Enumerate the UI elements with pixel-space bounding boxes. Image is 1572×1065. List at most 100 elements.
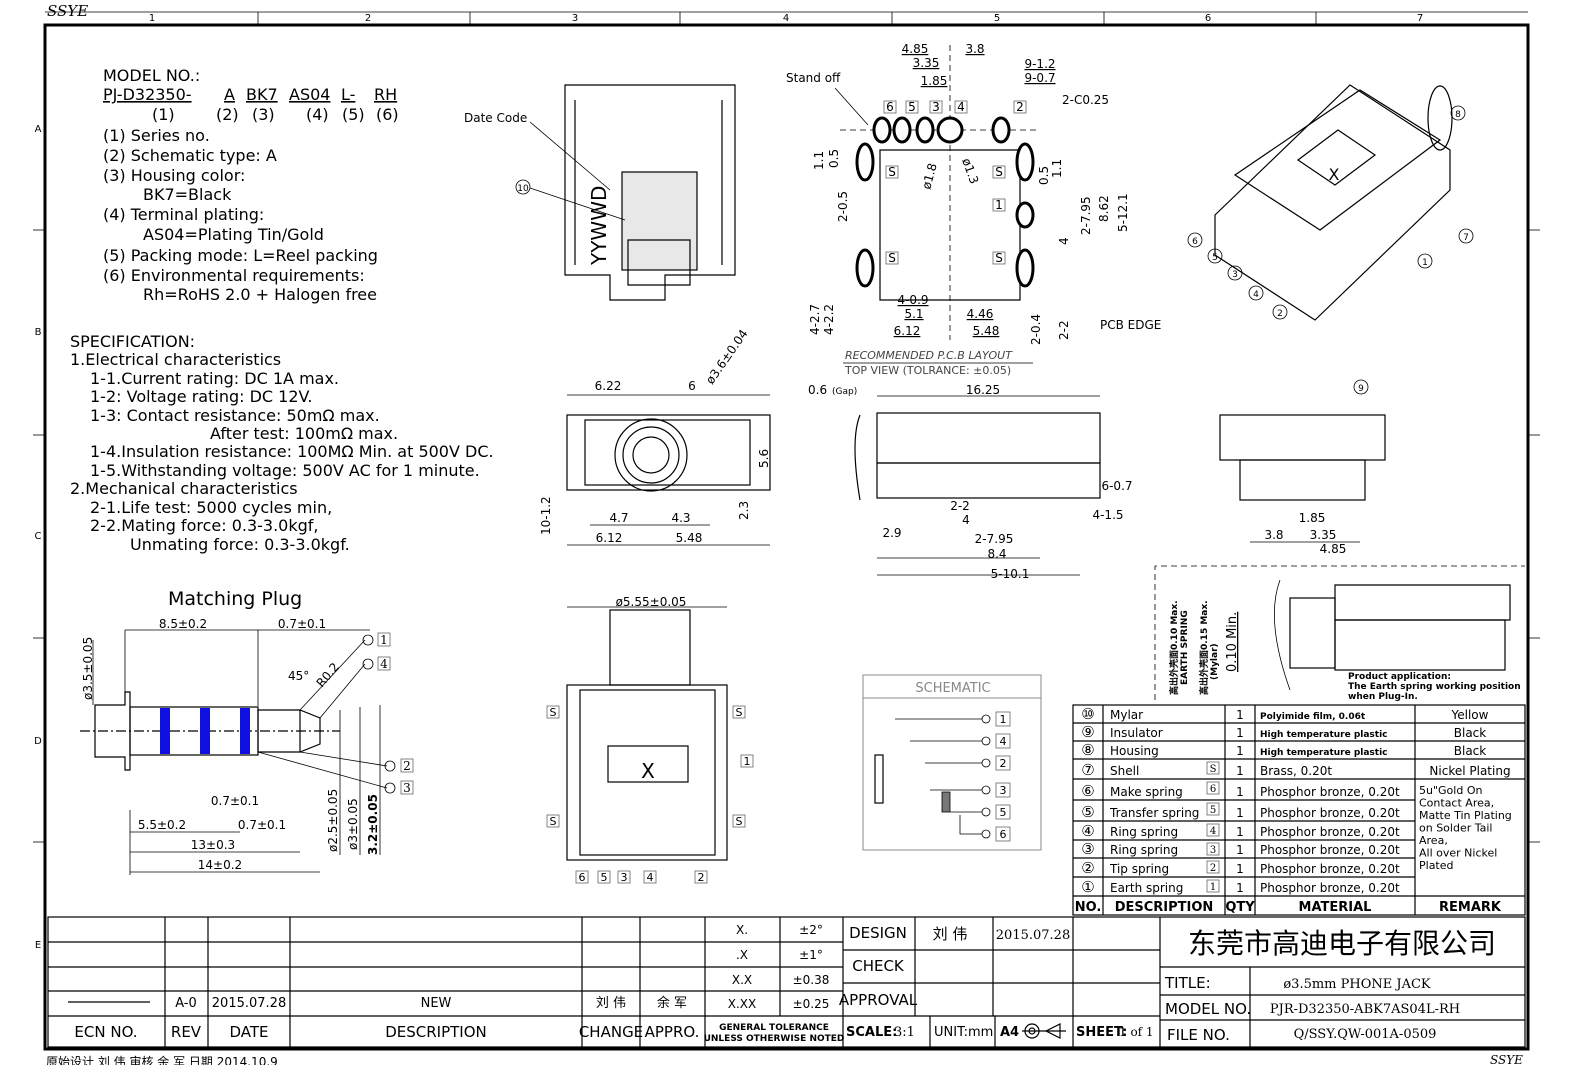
pin-label: 5: [601, 871, 608, 884]
part-callout: 10: [517, 184, 529, 194]
dimension-label: 4-2.7: [808, 304, 822, 335]
bom-material: Phosphor bronze, 0.20t: [1260, 806, 1400, 820]
pin-label: S: [995, 251, 1003, 265]
model-line: (6) Environmental requirements:: [103, 266, 365, 285]
model-line: (1) Series no.: [103, 126, 210, 145]
dimension-label: 4.3: [671, 511, 690, 525]
model-line: (5) Packing mode: L=Reel packing: [103, 246, 378, 265]
dimension-label: 2-2: [950, 499, 970, 513]
dimension-label: ø2.5±0.05: [326, 789, 340, 852]
pin-label: S: [736, 706, 743, 719]
note-title: Product application:: [1348, 672, 1451, 682]
bom-qty: 1: [1236, 744, 1244, 758]
model-line: AS04=Plating Tin/Gold: [143, 225, 324, 244]
bom-item-number: ⑩: [1081, 705, 1094, 723]
rev-approved-by: 余 军: [657, 995, 687, 1011]
dimension-label: 6.22: [595, 379, 622, 393]
tolerance-format: X.: [736, 923, 748, 937]
bom-material: Phosphor bronze, 0.20t: [1260, 785, 1400, 799]
bom-material: Phosphor bronze, 0.20t: [1260, 843, 1400, 857]
bom-description: Ring spring: [1110, 825, 1178, 839]
projection-symbol-icon: [1022, 1023, 1066, 1039]
bom-item-number: ⑥: [1081, 782, 1094, 800]
dimension-label: 4.85: [902, 42, 929, 56]
model-index: (3): [252, 105, 275, 124]
tolerance-value: ±0.38: [793, 973, 830, 987]
mylar-tolerance: 高出外壳面0.15 Max.: [1198, 600, 1210, 695]
bom-remark: Black: [1454, 726, 1487, 740]
pin-label: S: [550, 815, 557, 828]
bom-description: Ring spring: [1110, 843, 1178, 857]
bom-item-number: ⑤: [1081, 803, 1094, 821]
header-date: DATE: [229, 1023, 268, 1041]
bom-material: High temperature plastic: [1260, 730, 1388, 740]
plug-ring-band: [240, 708, 250, 754]
header-ecn: ECN NO.: [74, 1023, 137, 1041]
dimension-label: ø3.5±0.05: [81, 637, 95, 700]
bom-pin-label: 5: [1210, 805, 1216, 816]
bom-item-number: ⑨: [1081, 723, 1094, 741]
bom-qty: 1: [1236, 881, 1244, 895]
schematic-pin: 2: [1000, 757, 1007, 770]
pin-label: S: [550, 706, 557, 719]
tolerance-caption: GENERAL TOLERANCE: [719, 1023, 829, 1033]
bom-pin-label: 2: [1210, 863, 1216, 874]
stand-off-label: Stand off: [786, 71, 841, 85]
dimension-label: 6-0.7: [1101, 479, 1132, 493]
dimension-label: 8.4: [987, 547, 1006, 561]
model-line: BK7=Black: [143, 185, 232, 204]
spec-line: 1-2: Voltage rating: DC 12V.: [90, 387, 313, 406]
pin-label: 4: [957, 100, 965, 114]
column-number: 7: [1417, 13, 1423, 24]
dimension-label: 0.5: [1037, 166, 1051, 185]
unit-label: UNIT:mm: [934, 1025, 993, 1040]
bom-pin-label: 4: [1210, 826, 1216, 837]
bom-item-number: ⑦: [1081, 761, 1094, 779]
pin-label: 1: [995, 198, 1003, 212]
dimension-label: 2.9: [882, 526, 901, 540]
side-view: 0.6 (Gap) 16.25 6-0.7 4-1.5 2-2 4 2.9 2-…: [808, 383, 1133, 581]
bom-header: MATERIAL: [1299, 900, 1372, 915]
bom-pin-label: 6: [1210, 784, 1216, 795]
spec-line: After test: 100mΩ max.: [210, 424, 398, 443]
dimension-label: 14±0.2: [198, 858, 242, 872]
sheet-label: SHEET:: [1076, 1025, 1127, 1040]
scale-label: SCALE:: [846, 1025, 897, 1040]
bom-qty: 1: [1236, 843, 1244, 857]
model-index: (6): [376, 105, 399, 124]
dimension-label: 6.12: [596, 531, 623, 545]
model-heading: MODEL NO.:: [103, 66, 200, 85]
rev-value: A-0: [175, 996, 197, 1011]
brand-mark-bottom: SSYE: [1490, 1053, 1523, 1065]
dimension-label: 1.85: [921, 74, 948, 88]
column-number: 5: [994, 13, 1000, 24]
spec-line: 1-1.Current rating: DC 1A max.: [90, 369, 339, 388]
model-value: PJR-D32350-ABK7AS04L-RH: [1270, 1002, 1460, 1017]
part-callout: 4: [1253, 290, 1259, 300]
model-line: (3) Housing color:: [103, 166, 245, 185]
dimension-label: 5.5±0.2: [138, 818, 186, 832]
plug-title: Matching Plug: [168, 588, 302, 610]
footer-note: 原始设计 刘 伟 审核 余 军 日期 2014.10.9: [46, 1054, 278, 1065]
part-callout: 3: [1232, 270, 1238, 280]
bom-qty: 1: [1236, 785, 1244, 799]
date-code-format: YYWWD: [587, 186, 611, 266]
column-number: 6: [1205, 13, 1211, 24]
model-line: Rh=RoHS 2.0 + Halogen free: [143, 285, 377, 304]
dimension-label: 8.5±0.2: [159, 617, 207, 631]
bom-header: QTY: [1225, 900, 1255, 915]
dimension-label: 2-7.95: [1079, 196, 1093, 235]
bom-description: Insulator: [1110, 726, 1163, 740]
part-callout: 1: [1422, 258, 1428, 268]
pcb-edge-label: PCB EDGE: [1100, 318, 1161, 332]
dimension-label: 4: [962, 513, 970, 527]
dimension-label: 6.12: [894, 324, 921, 338]
design-label: DESIGN: [849, 924, 907, 942]
title-label: TITLE:: [1164, 974, 1211, 992]
bom-item-number: ③: [1081, 840, 1094, 858]
dimension-label: 2-0.5: [836, 191, 850, 222]
bom-remark: Yellow: [1451, 708, 1489, 722]
schematic-box: SCHEMATIC 1 4 2 3 5 6: [862, 674, 1042, 851]
dimension-label: ø1.8: [919, 162, 939, 191]
